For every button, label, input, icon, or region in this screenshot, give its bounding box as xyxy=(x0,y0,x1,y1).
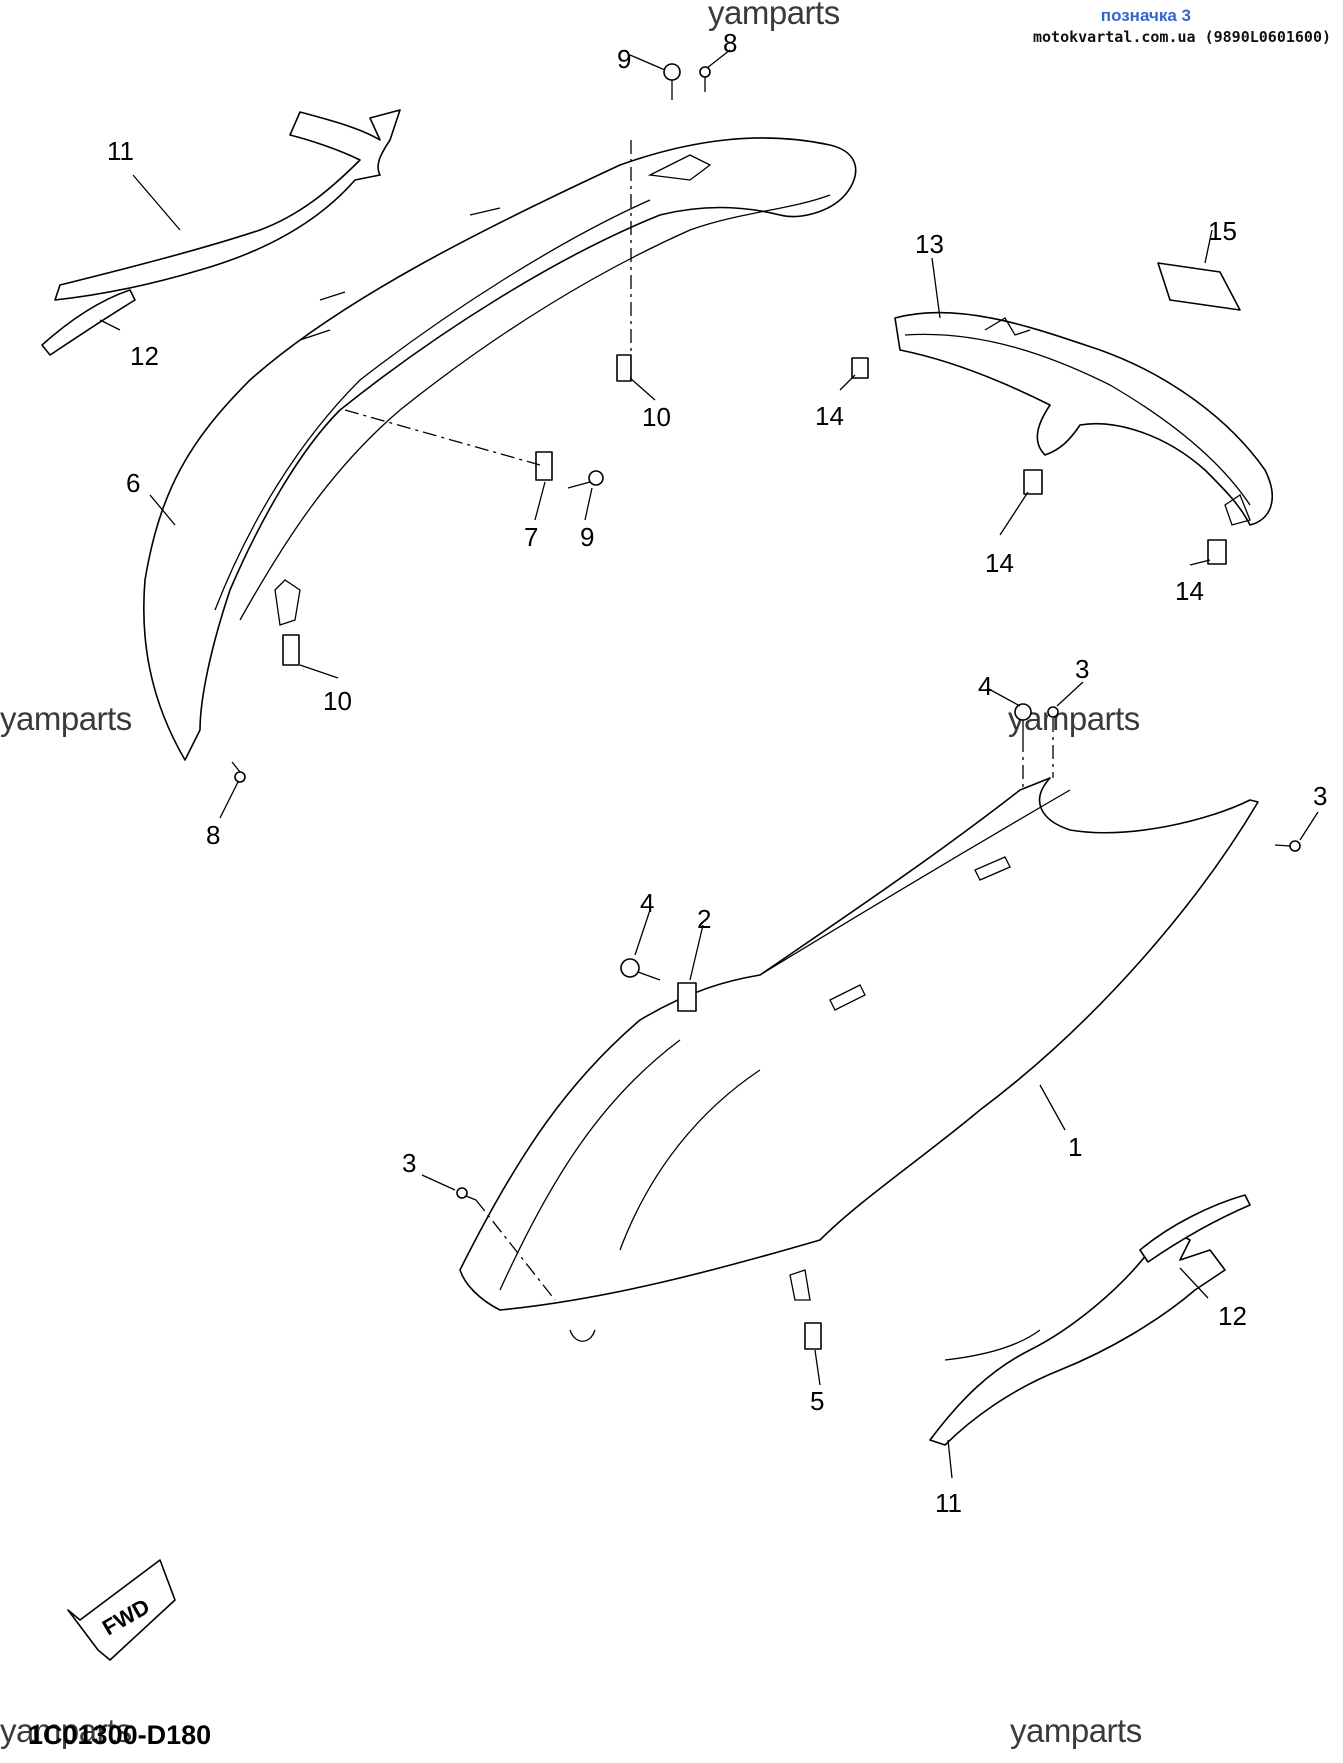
fastener-clip-10-top[interactable] xyxy=(616,354,632,382)
fastener-nut-14a[interactable] xyxy=(851,357,869,379)
leader-line xyxy=(149,494,176,526)
fastener-bolt-4-left[interactable] xyxy=(620,958,661,981)
watermark: yamparts xyxy=(1008,700,1140,737)
part-6-upper-cover[interactable] xyxy=(143,137,857,761)
leader-line xyxy=(629,54,666,71)
leader-line xyxy=(534,481,546,521)
leader-line xyxy=(814,1349,821,1386)
site-reference: motokvartal.com.ua (9890L0601600) xyxy=(1032,28,1331,46)
fwd-arrow-icon: FWD xyxy=(67,1559,176,1661)
callout-3: 3 xyxy=(1075,654,1089,684)
callout-9: 9 xyxy=(580,522,594,552)
leader-line xyxy=(839,374,856,391)
callout-14: 14 xyxy=(1175,576,1204,606)
leader-line xyxy=(999,491,1029,536)
part-1-side-cover[interactable] xyxy=(459,777,1259,1342)
fastener-screw-8-left[interactable] xyxy=(231,761,246,783)
callout-8: 8 xyxy=(723,28,737,58)
fastener-clip-2[interactable] xyxy=(677,982,697,1012)
fastener-screw-3-topright[interactable] xyxy=(1047,706,1059,718)
callout-4: 4 xyxy=(640,888,654,918)
part-11-emblem-upper[interactable] xyxy=(54,109,401,301)
diagram-code: 1C01300-D180 xyxy=(28,1720,212,1750)
callout-5: 5 xyxy=(810,1386,824,1416)
leader-line xyxy=(706,49,731,69)
callout-12: 12 xyxy=(1218,1301,1247,1331)
fastener-clip-10-left[interactable] xyxy=(282,634,300,666)
part-13-rear-cover[interactable] xyxy=(894,311,1274,526)
leader-line xyxy=(634,909,651,956)
part-15-label[interactable] xyxy=(1157,262,1241,311)
watermark: yamparts xyxy=(708,0,840,31)
leader-line xyxy=(1056,681,1084,707)
callout-9: 9 xyxy=(617,44,631,74)
callout-1: 1 xyxy=(1068,1132,1082,1162)
callout-11: 11 xyxy=(107,136,134,166)
callout-11: 11 xyxy=(935,1488,962,1518)
watermark: yamparts xyxy=(0,700,132,737)
part-11-emblem-lower[interactable] xyxy=(929,1229,1226,1446)
callout-12: 12 xyxy=(130,341,159,371)
marker-link[interactable]: позначка 3 xyxy=(1100,6,1191,25)
fastener-nut-14b[interactable] xyxy=(1023,469,1043,495)
leader-line xyxy=(629,377,656,401)
part-12-badge-lower[interactable] xyxy=(1139,1194,1251,1263)
leader-line xyxy=(99,319,121,331)
fastener-screw-3-right[interactable] xyxy=(1274,840,1301,852)
assembly-line xyxy=(344,409,541,466)
watermark: yamparts xyxy=(1010,1712,1142,1749)
leader-line xyxy=(1204,229,1213,264)
leader-line xyxy=(132,174,181,231)
fastener-screw-9-top[interactable] xyxy=(663,63,681,100)
callout-10: 10 xyxy=(642,402,671,432)
callout-13: 13 xyxy=(915,229,944,259)
assembly-line xyxy=(475,1199,556,1301)
leader-line xyxy=(986,687,1021,707)
part-12-badge-upper[interactable] xyxy=(41,289,136,356)
leader-line xyxy=(931,257,941,319)
fastener-nut-14c[interactable] xyxy=(1207,539,1227,565)
callout-8: 8 xyxy=(206,820,220,850)
leader-line xyxy=(689,924,704,981)
leader-line xyxy=(219,781,239,819)
leader-line xyxy=(1179,1267,1209,1299)
leader-line xyxy=(584,487,593,521)
callout-3: 3 xyxy=(402,1148,416,1178)
leader-line xyxy=(947,1439,953,1479)
leader-line xyxy=(299,664,339,679)
callout-7: 7 xyxy=(524,522,538,552)
fastener-clip-5[interactable] xyxy=(804,1322,822,1350)
callout-4: 4 xyxy=(978,671,992,701)
callout-3: 3 xyxy=(1313,781,1327,811)
fastener-screw-3-left[interactable] xyxy=(456,1187,477,1201)
callout-14: 14 xyxy=(815,401,844,431)
leader-line xyxy=(1189,559,1211,566)
fastener-screw-8-top[interactable] xyxy=(699,66,711,92)
watermark: yamparts xyxy=(0,1712,132,1749)
callout-15: 15 xyxy=(1208,216,1237,246)
leader-line xyxy=(421,1174,456,1191)
leader-line xyxy=(1299,811,1319,841)
fastener-clip-7[interactable] xyxy=(535,451,553,481)
callout-2: 2 xyxy=(697,904,711,934)
callout-10: 10 xyxy=(323,686,352,716)
fastener-bolt-4-right[interactable] xyxy=(1014,703,1032,738)
fastener-bolt-9-mid[interactable] xyxy=(567,470,604,489)
callout-6: 6 xyxy=(126,468,140,498)
leader-line xyxy=(1039,1084,1066,1131)
callout-14: 14 xyxy=(985,548,1014,578)
